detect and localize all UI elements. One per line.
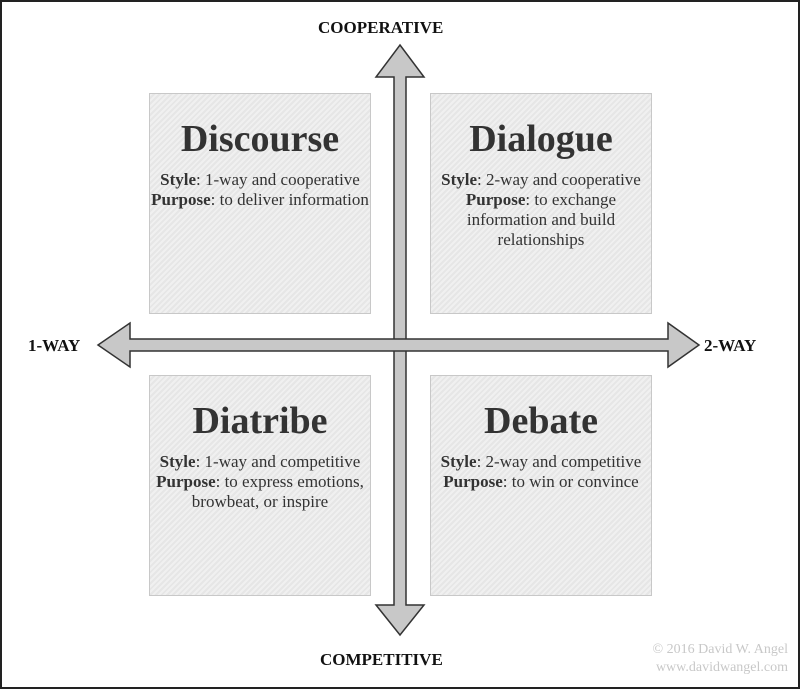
purpose-label: Purpose	[465, 190, 526, 209]
purpose-text: : to exchange information and build rela…	[466, 190, 617, 249]
style-text: : 2-way and cooperative	[477, 170, 641, 189]
purpose-label: Purpose	[443, 472, 503, 491]
style-label: Style	[159, 452, 196, 471]
purpose-label: Purpose	[156, 472, 216, 491]
quadrant-debate: Debate Style: 2-way and competitive Purp…	[430, 375, 652, 596]
style-text: : 1-way and cooperative	[196, 170, 360, 189]
quadrant-title: Discourse	[180, 118, 340, 160]
copyright-line: © 2016 David W. Angel	[652, 642, 788, 657]
style-label: Style	[441, 170, 478, 189]
quadrant-diatribe: Diatribe Style: 1-way and competitive Pu…	[149, 375, 371, 596]
style-label: Style	[160, 170, 197, 189]
website-url: www.davidwangel.com	[655, 660, 788, 675]
quadrant-dialogue: Dialogue Style: 2-way and cooperative Pu…	[430, 93, 652, 314]
axis-label-right: 2-WAY	[704, 336, 757, 355]
purpose-text: : to deliver information	[210, 190, 369, 209]
purpose-label: Purpose	[151, 190, 211, 209]
quadrant-title: Dialogue	[469, 118, 613, 160]
copyright: © 2016 David W. Angel www.davidwangel.co…	[653, 641, 788, 677]
axis-label-left: 1-WAY	[28, 336, 81, 355]
style-text: : 1-way and competitive	[195, 452, 361, 471]
quadrant-title: Diatribe	[192, 400, 328, 442]
quadrant-discourse: Discourse Style: 1-way and cooperative P…	[149, 93, 371, 314]
quadrant-title: Debate	[484, 400, 598, 442]
purpose-text: : to win or convince	[502, 472, 639, 491]
horizontal-arrow	[96, 321, 701, 369]
axis-label-top: COOPERATIVE	[318, 18, 444, 37]
style-text: : 2-way and competitive	[476, 452, 642, 471]
purpose-text: : to express emotions, browbeat, or insp…	[191, 472, 364, 511]
style-label: Style	[440, 452, 477, 471]
axis-label-bottom: COMPETITIVE	[320, 650, 443, 669]
